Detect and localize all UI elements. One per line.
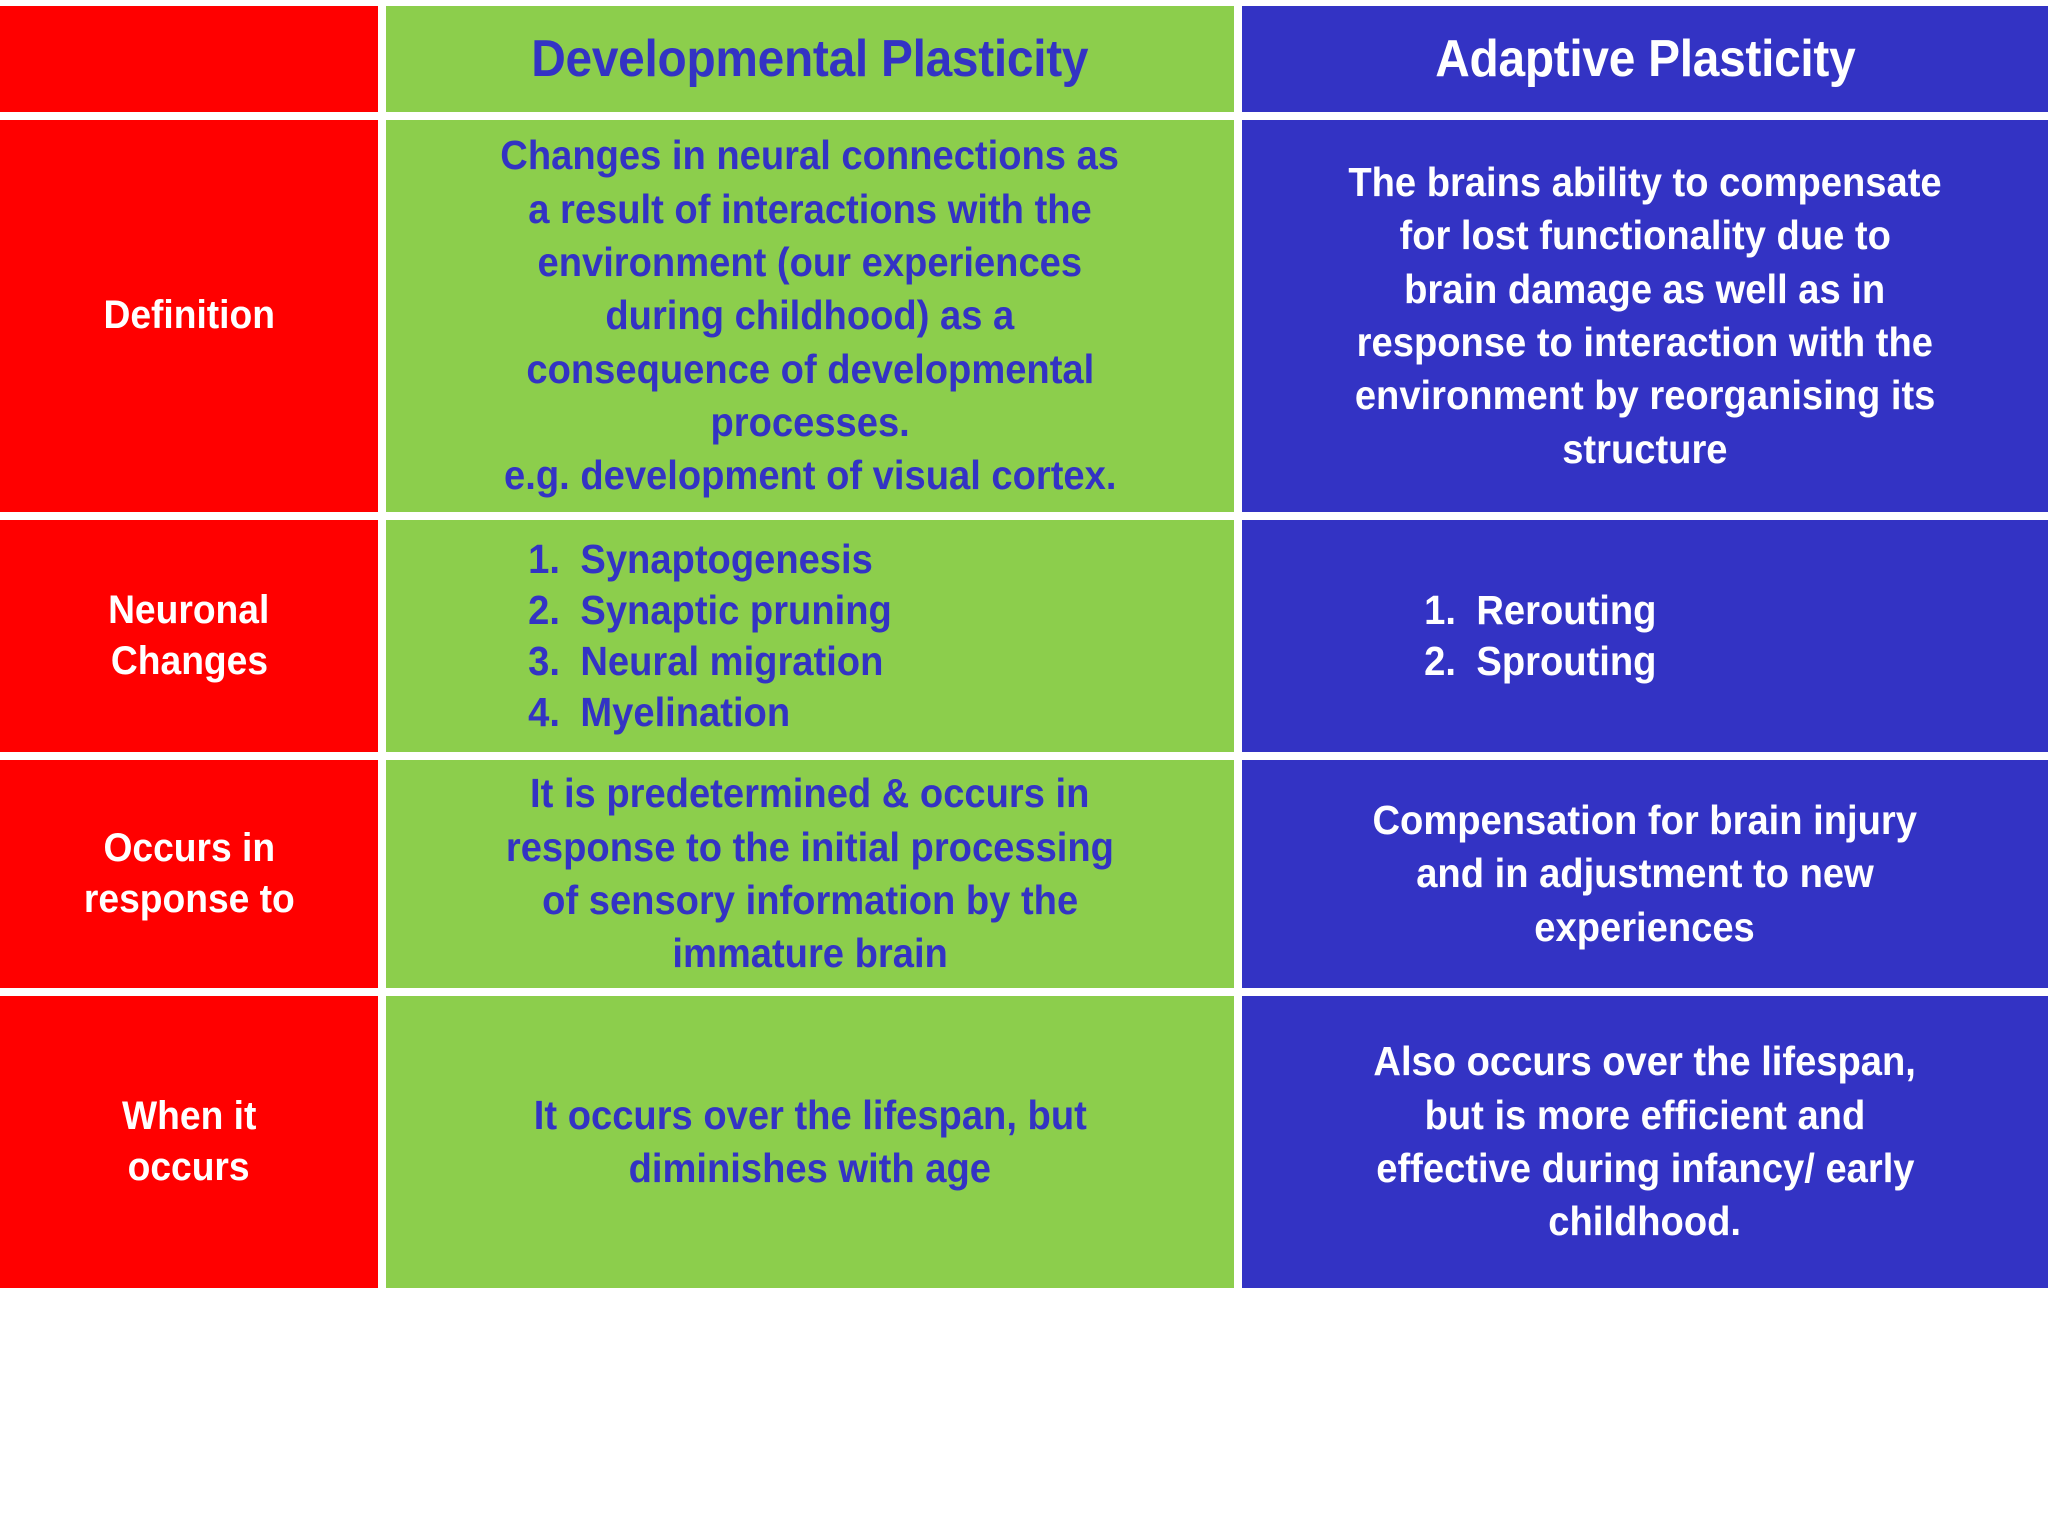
cell-text-line: but is more efficient and [1424,1091,1866,1138]
row-label-neuronal-changes: Neuronal Changes [0,520,378,752]
list-marker: 3. [528,638,560,684]
list-item: 2. Synaptic pruning [506,585,892,636]
list-item-label: Synaptogenesis [580,535,873,582]
table-row-definition: Definition Changes in neural connections… [0,120,2048,512]
table-row-neuronal-changes: Neuronal Changes 1. Synaptogenesis 2. Sy… [0,520,2048,752]
cell-text-line: response to the initial processing [505,823,1115,870]
cell-text-line: for lost functionality due to [1399,212,1891,259]
cell-text-line: a result of interactions with the [528,185,1092,232]
cell-text-line: Changes in neural connections as [500,132,1120,179]
header-corner-cell [0,6,378,112]
list-marker: 2. [528,586,560,633]
list-item: 4. Myelination [506,687,892,738]
cell-text-line: Compensation for brain injury [1372,797,1918,844]
cell-text-line: response to interaction with the [1356,319,1934,365]
row-label-line: Neuronal [108,587,270,632]
list-item: 2. Sprouting [1402,636,1656,687]
cell-text-line: It is predetermined & occurs in [530,770,1090,817]
cell-text-line: effective during infancy/ early [1375,1145,1915,1191]
table-header-row: Developmental Plasticity Adaptive Plasti… [0,6,2048,112]
cell-text-line: environment by reorganising its [1354,372,1936,419]
neuronal-adaptive-cell: 1. Rerouting 2. Sprouting [1242,520,2048,752]
cell-text-line: during childhood) as a [605,292,1015,339]
header-adaptive-label: Adaptive Plasticity [1434,29,1856,88]
cell-text-line: structure [1562,425,1728,472]
cell-text-line: The brains ability to compensate [1348,159,1942,206]
list-item-label: Myelination [580,689,791,736]
cell-text-line: childhood. [1548,1198,1742,1245]
definition-adaptive-cell: The brains ability to compensate for los… [1242,120,2048,512]
cell-text-line: immature brain [672,930,948,977]
row-label-line: response to [83,877,295,921]
cell-text-line: and in adjustment to new [1416,850,1874,897]
cell-text-line: diminishes with age [628,1145,992,1191]
header-developmental-cell: Developmental Plasticity [386,6,1234,112]
cell-text-line: of sensory information by the [542,877,1078,923]
row-label-when-it-occurs: When it occurs [0,996,378,1288]
cell-text-line: e.g. development of visual cortex. [503,452,1117,499]
cell-text-line: consequence of developmental [526,345,1094,392]
occurs-developmental-cell: It is predetermined & occurs in response… [386,760,1234,988]
list-marker: 1. [1424,586,1456,633]
cell-text-line: Also occurs over the lifespan, [1373,1038,1917,1085]
row-label-line: When it [121,1093,257,1138]
cell-text-line: environment (our experiences [537,239,1083,286]
header-adaptive-cell: Adaptive Plasticity [1242,6,2048,112]
list-marker: 4. [528,689,560,736]
cell-text-line: processes. [710,398,910,445]
list-item-label: Rerouting [1476,586,1657,633]
list-item-label: Synaptic pruning [580,586,892,633]
occurs-adaptive-cell: Compensation for brain injury and in adj… [1242,760,2048,988]
table-row-occurs-in-response-to: Occurs in response to It is predetermine… [0,760,2048,988]
header-developmental-label: Developmental Plasticity [531,29,1089,88]
list-marker: 2. [1424,638,1456,684]
cell-text-line: experiences [1534,903,1756,950]
row-label-line: Changes [110,639,268,683]
list-item-label: Sprouting [1476,638,1657,684]
row-label-definition: Definition [0,120,378,512]
row-label-line: occurs [127,1145,250,1189]
table-row-when-it-occurs: When it occurs It occurs over the lifesp… [0,996,2048,1288]
when-developmental-cell: It occurs over the lifespan, but diminis… [386,996,1234,1288]
list-item: 3. Neural migration [506,636,892,687]
list-marker: 1. [528,535,560,582]
cell-text-line: brain damage as well as in [1404,265,1886,312]
neuronal-developmental-cell: 1. Synaptogenesis 2. Synaptic pruning 3.… [386,520,1234,752]
row-label-line: Definition [103,293,275,338]
definition-developmental-cell: Changes in neural connections as a resul… [386,120,1234,512]
when-adaptive-cell: Also occurs over the lifespan, but is mo… [1242,996,2048,1288]
list-item-label: Neural migration [580,638,884,684]
row-label-occurs-in-response-to: Occurs in response to [0,760,378,988]
list-item: 1. Synaptogenesis [506,534,892,585]
list-item: 1. Rerouting [1402,585,1656,636]
cell-text-line: It occurs over the lifespan, but [533,1091,1087,1138]
row-label-line: Occurs in [103,825,275,870]
